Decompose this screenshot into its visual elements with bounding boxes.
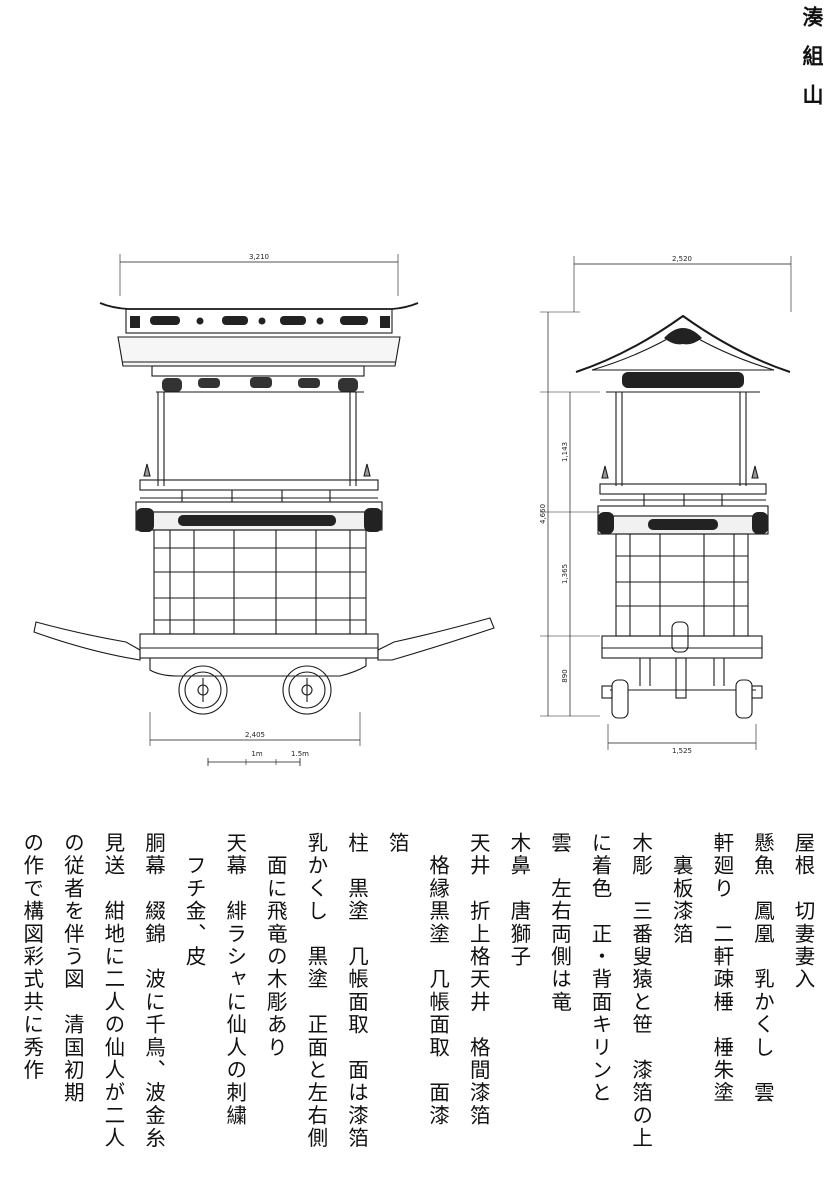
description-line: 軒廻り 二軒疎棰 棰朱塗: [709, 832, 734, 1105]
dimension-side-width-top: 3,210: [249, 253, 269, 261]
description-line: 格縁黒塗 几帳面取 面漆: [425, 832, 450, 1128]
scale-bar-mid-label: 1m: [251, 750, 262, 758]
description-line: 箔: [385, 832, 410, 855]
front-elevation-drawing: [540, 256, 792, 750]
description-line: 天幕 緋ラシャに仙人の刺繍: [222, 832, 247, 1128]
dimension-front-width-top: 2,520: [672, 255, 692, 263]
description-line: 胴幕 綴錦 波に千鳥、波金糸: [141, 832, 166, 1150]
description-line: 見送 紺地に二人の仙人が二人: [100, 832, 125, 1150]
dimension-total-height: 4,660: [539, 504, 547, 524]
page-title: 湊組山: [800, 6, 824, 123]
description-line: 雲 左右両側は竜: [547, 832, 572, 1014]
description-line: 裏板漆箔: [669, 832, 694, 946]
float-drawings: 3,210 2,405 2,520 1,525 4,660 1,143 1,36…: [33, 253, 792, 766]
description-line: 木彫 三番叟猿と笹 漆箔の上: [628, 832, 653, 1150]
description-line: 天井 折上格天井 格間漆箔: [466, 832, 491, 1128]
description-line: 木鼻 唐獅子: [506, 832, 531, 969]
scale-bar-end-label: 1.5m: [291, 750, 309, 758]
description-line: 懸魚 鳳凰 乳かくし 雲: [750, 832, 775, 1105]
description-line: フチ金、皮: [182, 832, 207, 969]
description-text: 屋根 切妻妻入 懸魚 鳳凰 乳かくし 雲 軒廻り 二軒疎棰 棰朱塗 裏板漆箔 木…: [8, 832, 823, 1194]
description-line: 柱 黒塗 几帳面取 面は漆箔: [344, 832, 369, 1150]
description-line: 面に飛竜の木彫あり: [263, 832, 288, 1059]
description-line: の従者を伴う図 清国初期: [60, 832, 85, 1105]
description-line: 屋根 切妻妻入: [791, 832, 815, 991]
dimension-height-middle: 1,365: [561, 564, 569, 584]
dimension-height-upper: 1,143: [561, 442, 569, 462]
description-line: の作で構図彩式共に秀作: [19, 832, 44, 1082]
side-elevation-drawing: [33, 254, 495, 766]
dimension-height-lower: 890: [561, 669, 569, 682]
description-line: 乳かくし 黒塗 正面と左右側: [303, 832, 328, 1150]
dimension-side-width-bottom: 2,405: [245, 731, 265, 739]
dimension-front-width-bottom: 1,525: [672, 747, 692, 755]
description-line: に着色 正・背面キリンと: [588, 832, 613, 1105]
